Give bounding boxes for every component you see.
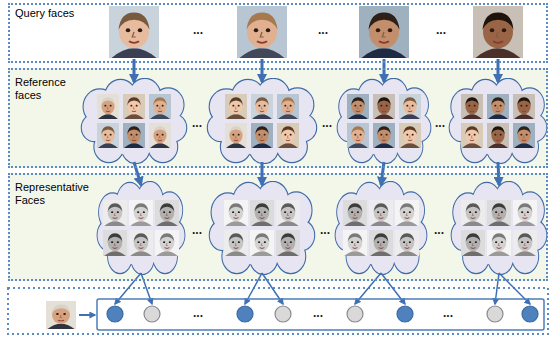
ellipsis-mark: ... bbox=[318, 24, 328, 36]
representative-face bbox=[224, 200, 248, 226]
reference-face bbox=[461, 123, 483, 148]
representative-face bbox=[395, 200, 419, 226]
band-ground bbox=[8, 173, 548, 281]
query-face bbox=[359, 6, 409, 58]
feature-vector bbox=[97, 299, 544, 330]
representative-face bbox=[343, 200, 367, 226]
reference-face bbox=[225, 94, 247, 119]
representative-face bbox=[513, 200, 537, 226]
active-element bbox=[107, 306, 123, 322]
reference-face bbox=[487, 123, 509, 148]
reference-face bbox=[399, 123, 421, 148]
reference-face bbox=[373, 123, 395, 148]
representative-face bbox=[369, 200, 393, 226]
reference-face bbox=[277, 123, 299, 148]
representative-face bbox=[513, 230, 537, 256]
band-ground bbox=[8, 68, 548, 168]
representative-face bbox=[129, 230, 153, 256]
representative-face bbox=[487, 230, 511, 256]
representative-cloud bbox=[210, 182, 314, 274]
representative-face bbox=[250, 230, 274, 256]
reference-face bbox=[513, 94, 535, 119]
representative-face bbox=[461, 200, 485, 226]
reference-face bbox=[347, 94, 369, 119]
inactive-element bbox=[144, 306, 160, 322]
input-face bbox=[46, 301, 76, 329]
band-heading: Query faces bbox=[15, 7, 541, 20]
reference-face bbox=[487, 94, 509, 119]
ellipsis-mark: ... bbox=[193, 307, 203, 319]
ellipsis-mark: ... bbox=[443, 307, 453, 319]
reference-face bbox=[149, 123, 171, 148]
ellipsis-mark: ... bbox=[193, 24, 203, 36]
reference-face bbox=[123, 94, 145, 119]
representative-face bbox=[395, 230, 419, 256]
representative-face bbox=[224, 230, 248, 256]
representative-cloud bbox=[98, 182, 185, 274]
active-element bbox=[522, 306, 538, 322]
query-face bbox=[237, 6, 287, 58]
representative-cloud bbox=[452, 182, 547, 274]
inactive-element bbox=[347, 306, 363, 322]
input-arrow bbox=[79, 314, 95, 316]
band-heading: Reference faces bbox=[15, 76, 79, 101]
reference-face bbox=[225, 123, 247, 148]
representative-face bbox=[103, 230, 127, 256]
reference-face bbox=[513, 123, 535, 148]
query-face bbox=[109, 6, 159, 58]
reference-cloud bbox=[338, 79, 431, 163]
representative-face bbox=[343, 230, 367, 256]
reference-face bbox=[461, 94, 483, 119]
band-panel: Representative Faces bbox=[8, 173, 548, 281]
representative-face bbox=[103, 200, 127, 226]
representative-face bbox=[276, 200, 300, 226]
reference-face bbox=[399, 94, 421, 119]
ellipsis-mark: ... bbox=[434, 224, 444, 236]
result-band bbox=[8, 288, 548, 334]
ellipsis-mark: ... bbox=[322, 117, 332, 129]
representative-face bbox=[129, 200, 153, 226]
representative-face bbox=[276, 230, 300, 256]
query-face bbox=[473, 6, 523, 58]
representative-face bbox=[487, 200, 511, 226]
reference-face bbox=[251, 94, 273, 119]
inactive-element bbox=[487, 306, 503, 322]
reference-face bbox=[97, 94, 119, 119]
inactive-element bbox=[275, 306, 291, 322]
active-element bbox=[237, 306, 253, 322]
ellipsis-mark: ... bbox=[192, 117, 202, 129]
representative-face bbox=[155, 200, 179, 226]
reference-face bbox=[251, 123, 273, 148]
reference-cloud bbox=[208, 79, 316, 163]
reference-cloud bbox=[82, 79, 186, 163]
ellipsis-mark: ... bbox=[192, 224, 202, 236]
reference-face bbox=[123, 123, 145, 148]
band-ground bbox=[8, 3, 548, 63]
reference-face bbox=[347, 123, 369, 148]
active-element bbox=[397, 306, 413, 322]
band-panel: Query faces bbox=[8, 3, 548, 63]
reference-face bbox=[97, 123, 119, 148]
reference-cloud bbox=[450, 79, 547, 163]
reference-face bbox=[149, 94, 171, 119]
reference-face bbox=[277, 94, 299, 119]
ellipsis-mark: ... bbox=[436, 24, 446, 36]
band-heading: Representative Faces bbox=[15, 181, 99, 206]
representative-face bbox=[461, 230, 485, 256]
representative-face bbox=[250, 200, 274, 226]
representative-cloud bbox=[336, 182, 427, 274]
ellipsis-mark: ... bbox=[313, 307, 323, 319]
ellipsis-mark: ... bbox=[320, 224, 330, 236]
band-panel: Reference faces bbox=[8, 68, 548, 168]
ellipsis-mark: ... bbox=[435, 117, 445, 129]
representative-face bbox=[369, 230, 393, 256]
reference-face bbox=[373, 94, 395, 119]
representative-face bbox=[155, 230, 179, 256]
